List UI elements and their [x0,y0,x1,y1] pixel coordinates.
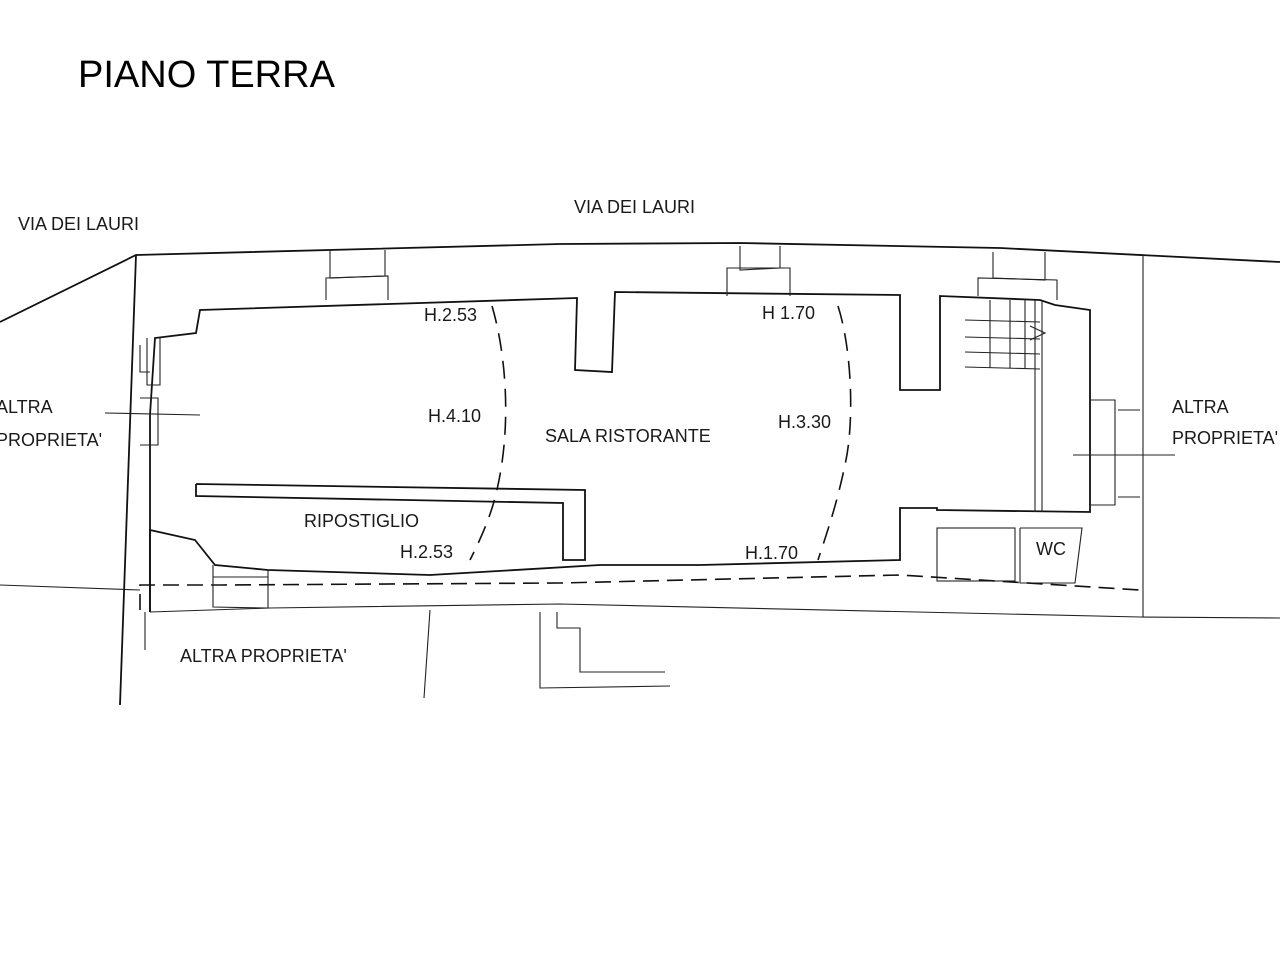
height-label: H.2.53 [424,305,477,325]
stairs [964,300,1047,512]
building-walls [104,246,1091,612]
small-rooms [936,527,1083,584]
street-lines [0,242,1280,706]
room-label-wc: WC [1036,539,1066,559]
neighbor-right-line1: ALTRA [1172,397,1229,417]
corridor [144,565,1280,699]
height-label: H 1.70 [762,303,815,323]
height-label: H.1.70 [745,543,798,563]
street-label-top: VIA DEI LAURI [574,197,695,217]
neighbor-bottom: ALTRA PROPRIETA' [180,646,347,666]
height-label: H.2.53 [400,542,453,562]
neighbor-right-line2: PROPRIETA' [1172,428,1278,448]
plan-title: PIANO TERRA [78,54,336,96]
neighbor-left-line2: PROPRIETA' [0,430,102,450]
vault-curves [469,305,852,561]
neighbor-left-line1: ALTRA [0,397,53,417]
storage-room [195,483,586,561]
height-label: H.3.30 [778,412,831,432]
street-label-left: VIA DEI LAURI [18,214,139,234]
right-blocks [1073,399,1175,506]
room-label-main: SALA RISTORANTE [545,426,711,446]
room-label-storage: RIPOSTIGLIO [304,511,419,531]
boundary-dashed [139,574,1141,610]
height-label: H.4.10 [428,406,481,426]
